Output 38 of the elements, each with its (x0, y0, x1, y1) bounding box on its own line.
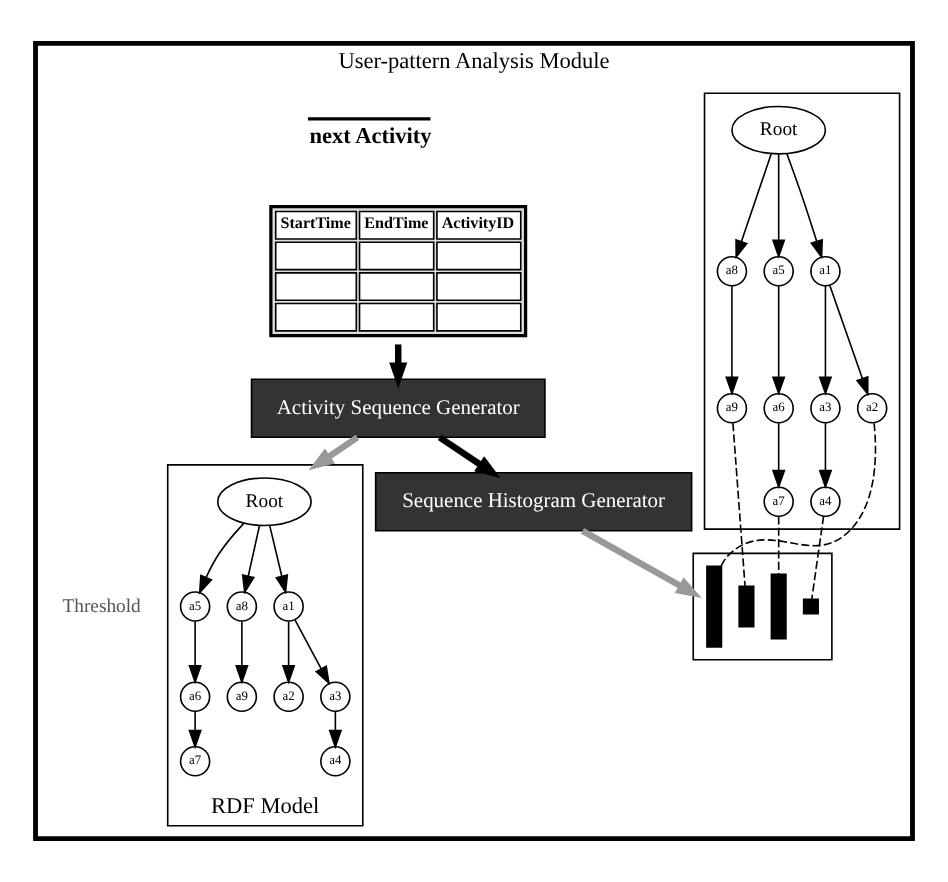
arrow (241, 525, 261, 595)
arrow (580, 528, 702, 598)
arrow (269, 525, 289, 595)
legend-label: next Activity (309, 125, 432, 150)
arrow (771, 153, 786, 259)
cluster (692, 552, 833, 661)
cluster (703, 92, 901, 530)
arrow (294, 619, 331, 686)
connector (720, 422, 877, 567)
node-ellipse: Root (216, 477, 312, 527)
arrow (818, 422, 833, 490)
arrow (198, 522, 245, 595)
label: Threshold (62, 595, 141, 618)
arrow (281, 620, 296, 685)
arrow (188, 710, 202, 750)
node-bar (706, 565, 723, 648)
node-box: Sequence Histogram Generator (374, 471, 693, 532)
node-ellipse: Root (731, 105, 827, 155)
connector (732, 422, 746, 587)
connector (777, 515, 780, 575)
arrow (725, 285, 739, 396)
arrow (771, 285, 786, 396)
arrow (735, 153, 772, 260)
connector (810, 515, 825, 600)
arrow (786, 153, 824, 260)
arrow (437, 434, 501, 479)
node-bar (802, 598, 819, 615)
node-bar (770, 573, 787, 640)
arrow (328, 710, 343, 750)
arrow (771, 422, 786, 490)
arrow (235, 620, 249, 685)
arrow (818, 285, 833, 396)
arrow (389, 344, 408, 389)
arrow (188, 620, 202, 685)
arrow (828, 284, 869, 397)
arrow (308, 434, 360, 471)
node-box: Activity Sequence Generator (250, 378, 546, 439)
node-bar (738, 585, 755, 628)
